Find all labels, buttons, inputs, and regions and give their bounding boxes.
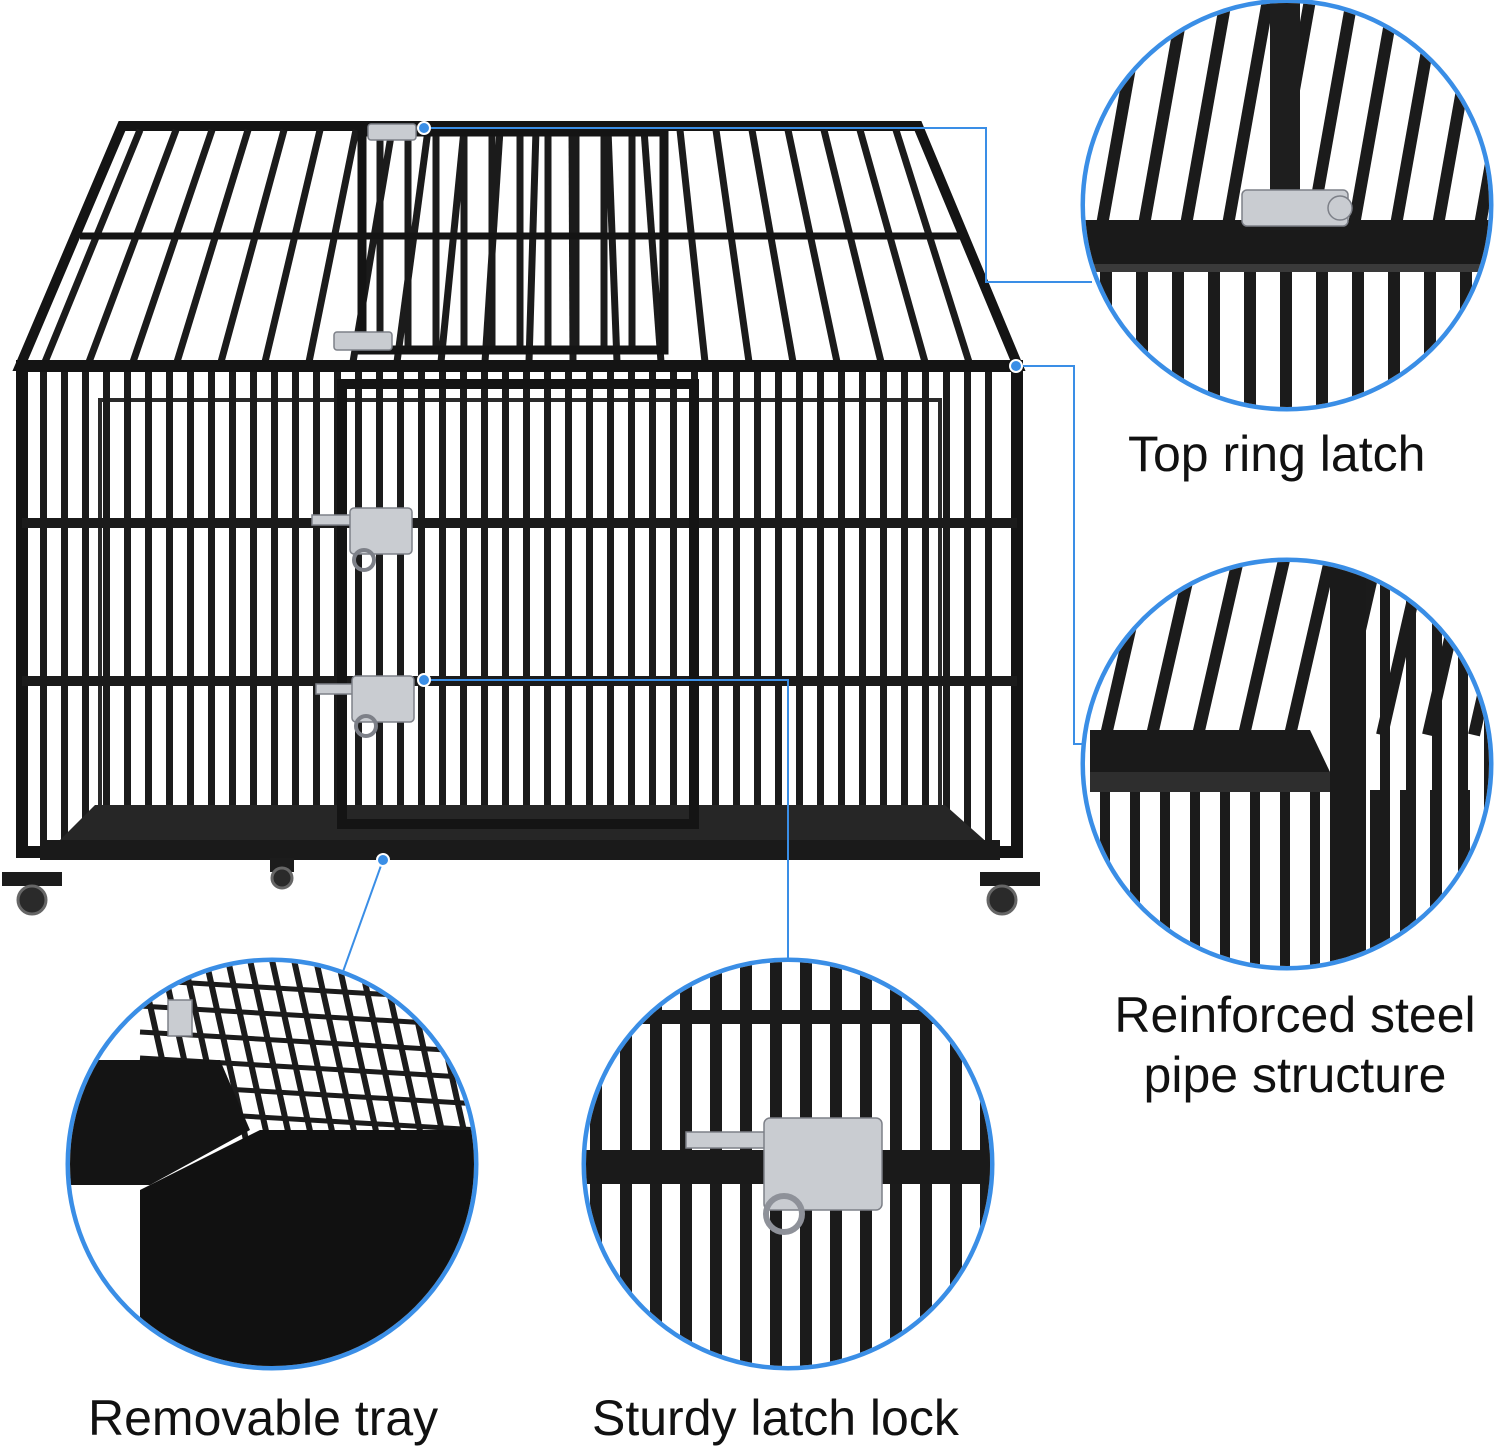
roof-door-frame <box>357 127 669 355</box>
door-latch-lower <box>315 675 415 738</box>
callout-lines <box>339 121 1092 981</box>
caption-sturdy-latch-lock: Sturdy latch lock <box>592 1390 959 1446</box>
door-latch-upper <box>311 507 413 572</box>
caption-reinforced-line1: Reinforced steel <box>1114 987 1476 1043</box>
caption-top-ring-latch: Top ring latch <box>1128 426 1426 482</box>
detail-removable-tray <box>65 957 479 1371</box>
top-latch-small <box>333 123 417 351</box>
caption-removable-tray: Removable tray <box>88 1390 439 1446</box>
front-door-frame <box>337 379 699 829</box>
detail-top-ring-latch <box>1080 0 1494 412</box>
crate-body-bars <box>40 372 992 848</box>
caption-reinforced-line2: pipe structure <box>1143 1047 1447 1103</box>
dog-crate <box>2 121 1040 916</box>
detail-reinforced-steel-pipe <box>1080 557 1494 971</box>
caption-reinforced-steel-pipe: Reinforced steel pipe structure <box>1090 985 1500 1105</box>
caster-wheels <box>2 858 1040 916</box>
crate-roof-bars <box>41 128 973 364</box>
detail-sturdy-latch-lock <box>581 957 995 1371</box>
